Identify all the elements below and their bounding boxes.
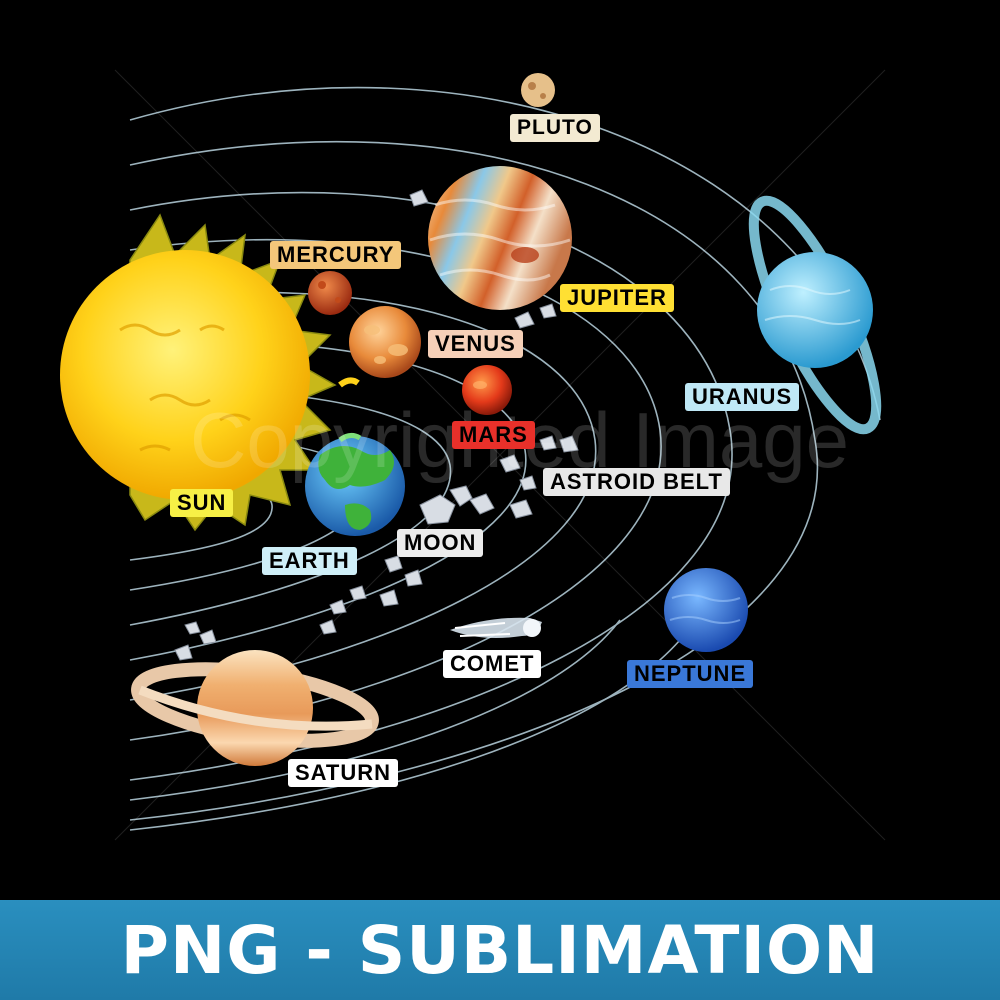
earth [305,432,405,536]
uranus [748,195,882,435]
solar-system-illustration [60,69,886,841]
asteroid-rocks [174,189,579,661]
label-uranus: URANUS [685,383,800,411]
label-comet: COMET [443,650,542,678]
mercury [308,271,352,315]
label-pluto: PLUTO [510,114,600,142]
label-moon: MOON [397,529,484,557]
label-earth: EARTH [262,547,357,575]
label-saturn: SATURN [288,759,399,787]
comet [450,617,542,638]
banner-text: PNG - SUBLIMATION [120,911,880,989]
label-venus: VENUS [428,330,523,358]
label-sun: SUN [170,489,234,517]
venus [349,306,421,378]
saturn [131,650,379,766]
label-mercury: MERCURY [270,241,402,269]
sun [60,213,360,532]
mars [462,365,512,415]
neptune [664,568,748,652]
label-asteroid-belt: ASTROID BELT [543,468,730,496]
format-banner: PNG - SUBLIMATION [0,900,1000,1000]
label-neptune: NEPTUNE [627,660,754,688]
label-mars: MARS [452,421,535,449]
label-jupiter: JUPITER [560,284,674,312]
jupiter [428,166,572,310]
pluto [521,73,555,107]
